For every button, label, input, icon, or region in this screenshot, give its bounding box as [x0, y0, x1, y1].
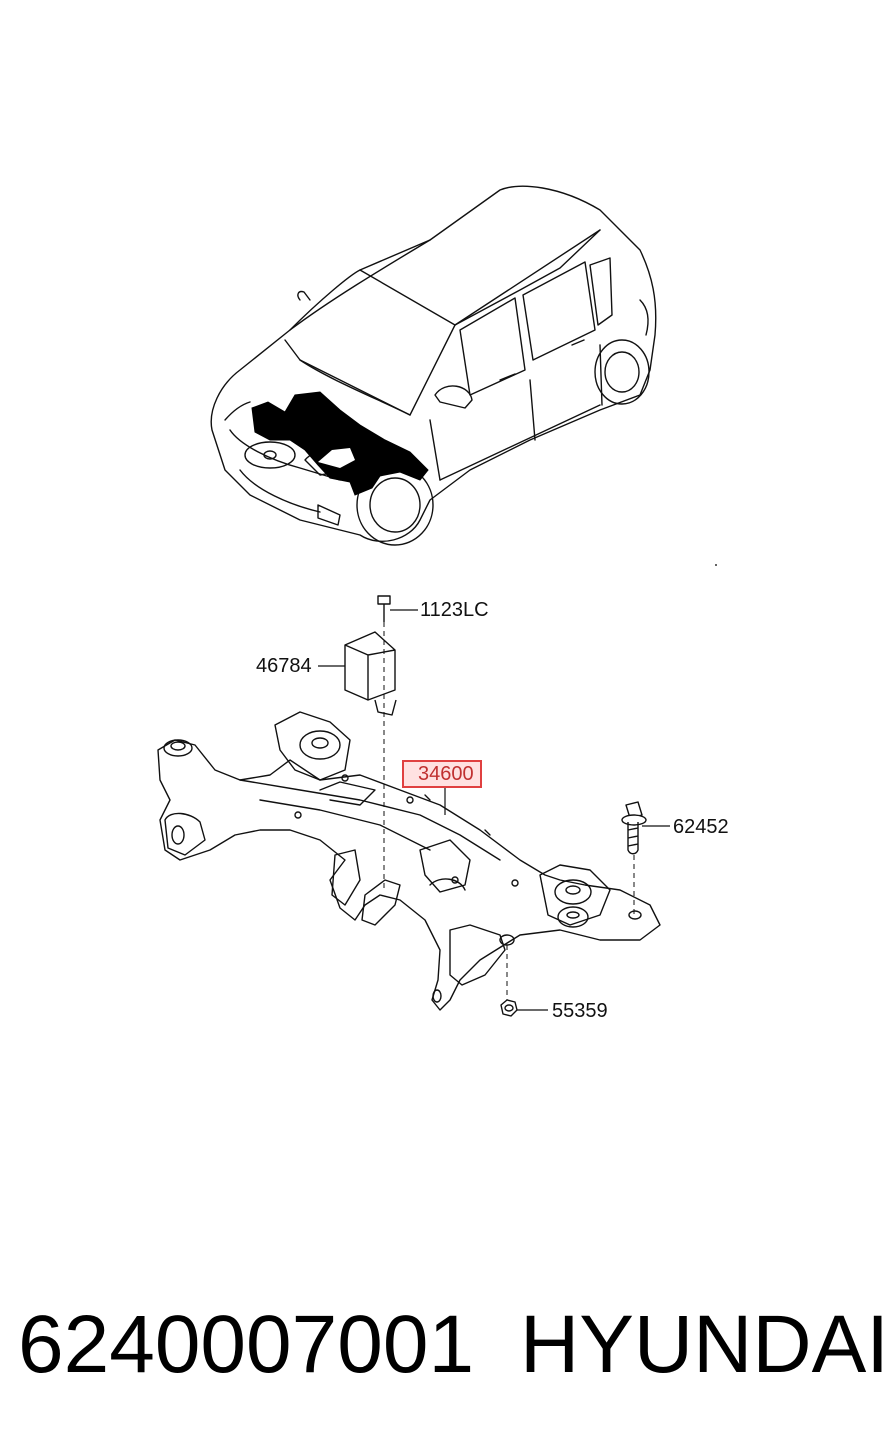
callout-bracket: 46784 [256, 655, 312, 677]
subframe-drawing [157, 711, 661, 1011]
nut-55359 [500, 999, 518, 1017]
brand-name: HYUNDAI [520, 1299, 886, 1390]
subframe-location-marker [251, 391, 429, 496]
assembly-guides [383, 622, 635, 1000]
callout-nut: 55359 [552, 1000, 608, 1022]
stray-dot [715, 564, 717, 566]
callout-flange-bolt: 62452 [673, 816, 729, 838]
hood-cutout-marker [318, 448, 355, 468]
bolt-1123lc [377, 595, 391, 622]
bracket-46784 [344, 631, 397, 716]
callout-crossmember[interactable]: 34600 [402, 760, 482, 788]
leader-lines [318, 609, 670, 1011]
flange-bolt-62452 [621, 801, 647, 855]
callout-bolt: 1123LC [420, 599, 489, 621]
part-number: 6240007001 [18, 1299, 475, 1390]
parts [344, 595, 647, 1017]
car-illustration [210, 185, 657, 546]
